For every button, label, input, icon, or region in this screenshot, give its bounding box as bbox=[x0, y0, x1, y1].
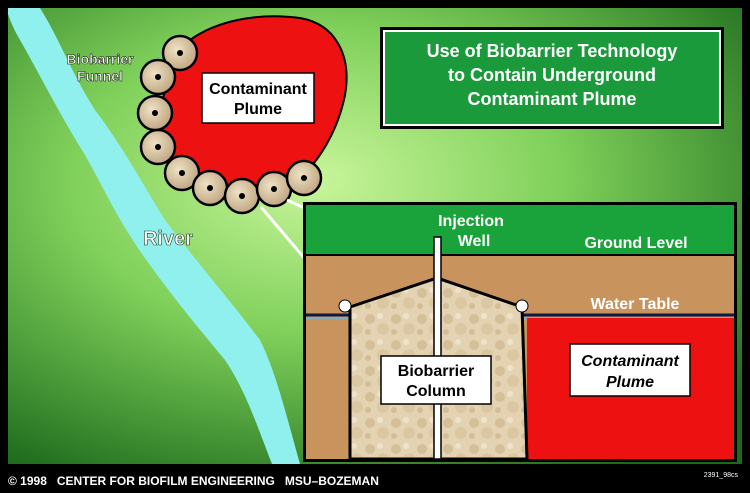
map-plume-label-line2: Plume bbox=[234, 101, 282, 118]
column-label-box bbox=[380, 355, 492, 405]
footer-credit: © 1998 CENTER FOR BIOFILM ENGINEERING MS… bbox=[8, 474, 379, 488]
funnel-cell bbox=[139, 128, 177, 166]
column-edge-marker-right bbox=[515, 299, 529, 313]
ground-level-label: Ground Level bbox=[584, 235, 687, 252]
funnel-cell bbox=[136, 94, 174, 132]
funnel-cell bbox=[163, 154, 201, 192]
funnel-label-line1: Biobarrier bbox=[67, 51, 134, 67]
funnel-cell bbox=[161, 34, 199, 72]
biobarrier-funnel bbox=[136, 34, 323, 215]
injection-well bbox=[433, 236, 442, 460]
title-line3: Contaminant Plume bbox=[467, 89, 636, 109]
funnel-cell bbox=[191, 169, 229, 207]
cross-section: Injection Well Ground Level Water Table … bbox=[303, 202, 737, 462]
section-plume-label-box bbox=[569, 343, 691, 397]
injection-well-label-line1: Injection bbox=[438, 213, 504, 230]
column-edge-marker-left bbox=[338, 299, 352, 313]
column-label-line2: Column bbox=[406, 383, 466, 400]
footer-code: 2391_98cs bbox=[704, 472, 739, 479]
funnel-cell bbox=[255, 170, 293, 208]
river-label: River bbox=[143, 228, 193, 250]
water-table-label: Water Table bbox=[591, 296, 680, 313]
funnel-cell bbox=[223, 177, 261, 215]
funnel-label-line2: Funnel bbox=[77, 68, 123, 84]
river bbox=[8, 8, 300, 464]
section-plume-label-line1: Contaminant bbox=[581, 353, 679, 370]
column-label-line1: Biobarrier bbox=[398, 363, 474, 380]
injection-well-label-line2: Well bbox=[458, 233, 491, 250]
funnel-cell bbox=[139, 58, 177, 96]
funnel-cell bbox=[285, 159, 323, 197]
title-line2: to Contain Underground bbox=[448, 65, 656, 85]
section-plume-label-line2: Plume bbox=[606, 374, 654, 391]
map-plume-label-box bbox=[201, 72, 315, 124]
ground-surface bbox=[306, 205, 734, 255]
title-box: Use of Biobarrier Technology to Contain … bbox=[380, 27, 724, 129]
map-plume-label-line1: Contaminant bbox=[209, 81, 307, 98]
title-line1: Use of Biobarrier Technology bbox=[427, 41, 678, 61]
